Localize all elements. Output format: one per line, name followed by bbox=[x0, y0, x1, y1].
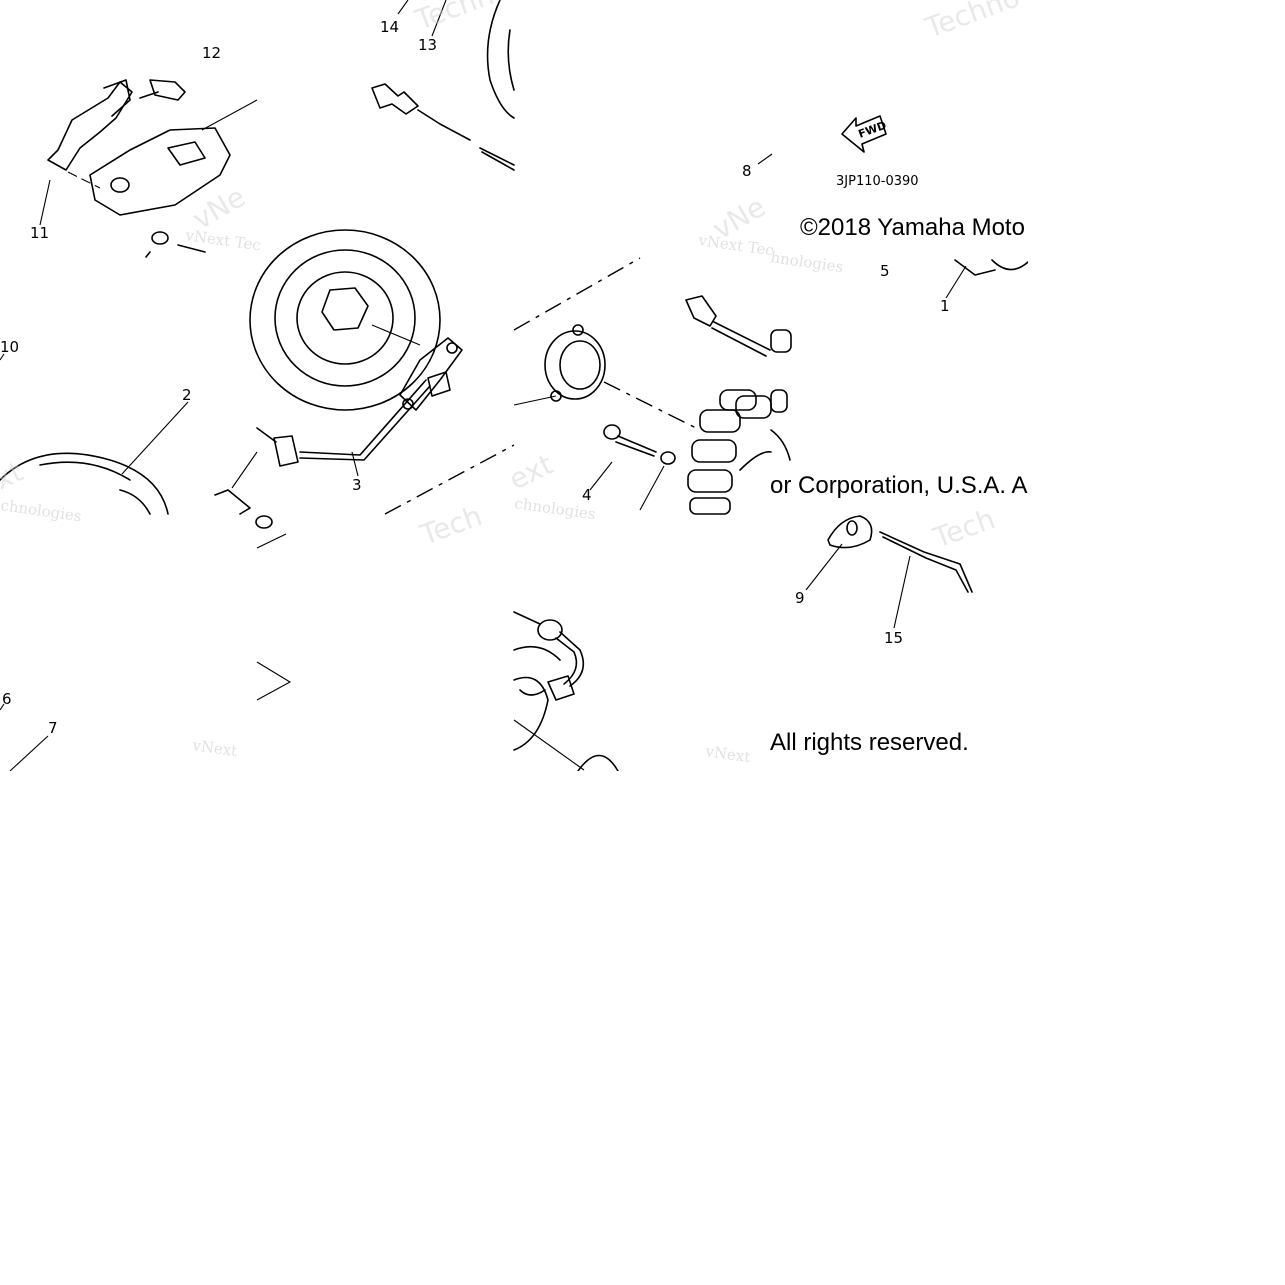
part-wire-connector bbox=[371, 0, 515, 171]
callout-numbers: 12 14 13 11 8 5 1 10 2 3 9 15 6 7 4 bbox=[0, 18, 950, 737]
part-flywheel bbox=[249, 229, 441, 411]
part-grommet-wire bbox=[513, 611, 619, 772]
svg-text:Tech: Tech bbox=[928, 502, 999, 555]
copyright-line-1: ©2018 Yamaha Moto bbox=[800, 214, 1025, 241]
part-rod-15 bbox=[879, 531, 973, 629]
part-washer-9 bbox=[805, 515, 873, 591]
drawing-code: 3JP110-0390 bbox=[836, 174, 919, 189]
svg-text:vNext: vNext bbox=[703, 742, 751, 766]
svg-text:chnologies: chnologies bbox=[0, 496, 83, 525]
svg-text:ext: ext bbox=[504, 448, 558, 497]
callout-5: 5 bbox=[880, 262, 890, 280]
callout-13: 13 bbox=[418, 36, 437, 54]
callout-12: 12 bbox=[202, 44, 221, 62]
fwd-arrow: FWD bbox=[757, 115, 888, 165]
callout-15: 15 bbox=[884, 629, 903, 647]
copyright-line-2: or Corporation, U.S.A. A bbox=[770, 472, 1027, 499]
svg-text:Techno: Techno bbox=[410, 0, 514, 37]
callout-4: 4 bbox=[582, 486, 592, 504]
copyright-line-3: All rights reserved. bbox=[770, 729, 969, 756]
callout-2: 2 bbox=[182, 386, 192, 404]
part-stator-coil bbox=[685, 295, 772, 515]
callout-3: 3 bbox=[352, 476, 362, 494]
svg-text:hnologies: hnologies bbox=[769, 248, 844, 276]
part-triangle-lines bbox=[256, 533, 292, 701]
part-bolt-4 bbox=[589, 424, 676, 511]
callout-14: 14 bbox=[380, 18, 399, 36]
callout-8: 8 bbox=[742, 162, 752, 180]
svg-text:Techno: Techno bbox=[920, 0, 1024, 45]
callout-6: 6 bbox=[2, 690, 12, 708]
part-cover-bracket bbox=[39, 79, 258, 258]
callout-1: 1 bbox=[940, 297, 950, 315]
part-pickup-coil-3 bbox=[214, 337, 515, 529]
svg-text:vNext: vNext bbox=[190, 736, 238, 760]
callout-10: 10 bbox=[0, 338, 19, 356]
part-rotor-2 bbox=[0, 353, 189, 515]
watermark-overlay: Techno Techno vNext Tec vNext Tec hnolog… bbox=[0, 0, 1024, 766]
part-bearing-housing bbox=[513, 257, 701, 431]
callout-11: 11 bbox=[30, 224, 49, 242]
fwd-arrow-label: FWD bbox=[857, 119, 888, 141]
callout-9: 9 bbox=[795, 589, 805, 607]
part-leaders-6-7 bbox=[0, 703, 49, 772]
svg-text:Tech: Tech bbox=[415, 499, 486, 552]
stator-continuation bbox=[770, 329, 792, 461]
callout-7: 7 bbox=[48, 719, 58, 737]
svg-text:xt: xt bbox=[0, 455, 28, 497]
part-1 bbox=[945, 259, 1029, 299]
blank-bottom bbox=[0, 771, 1285, 1285]
